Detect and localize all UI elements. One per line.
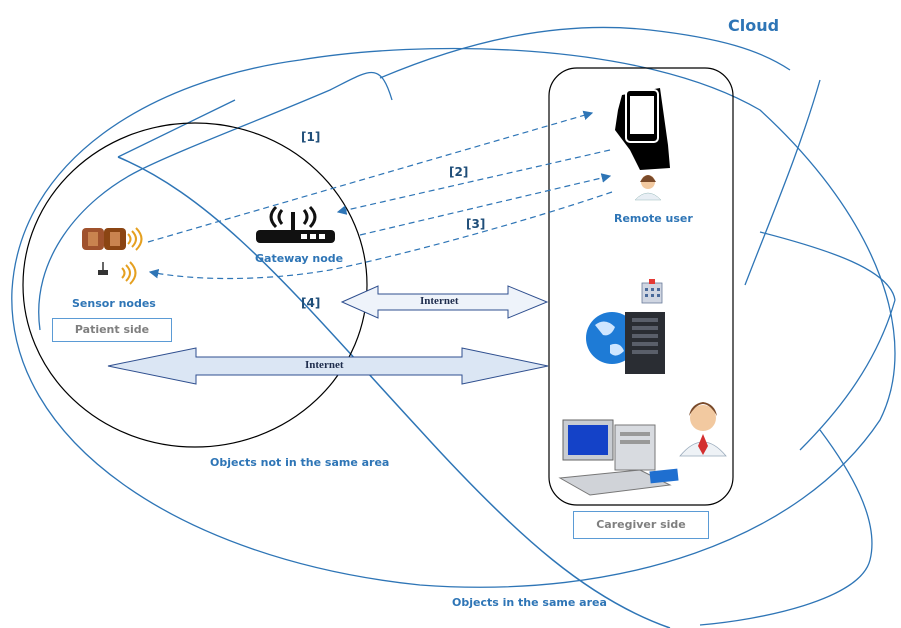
doctor-icon (679, 402, 727, 457)
sensor-nodes-label: Sensor nodes (72, 297, 156, 310)
link-number-4: [4] (301, 296, 321, 310)
link-3-arrow (359, 173, 612, 236)
diagonal-line-upper (117, 99, 236, 158)
patient-circle (22, 122, 368, 448)
link-number-3: [3] (466, 217, 486, 231)
router-icon (256, 205, 335, 243)
gateway-node-label: Gateway node (255, 252, 344, 265)
caregiver-panel (548, 67, 734, 506)
patient-side-box: Patient side (52, 318, 172, 342)
wifi-icon (127, 227, 143, 251)
same-area-label: Objects in the same area (452, 596, 607, 609)
hospital-icon (641, 279, 663, 304)
diagonal-line (117, 156, 671, 628)
body-sensor-icon (82, 228, 126, 250)
link-1-arrow (147, 110, 594, 243)
remote-user-label: Remote user (614, 212, 693, 225)
desktop-computer-icon (558, 419, 679, 496)
internet-arrow-large (107, 347, 549, 385)
internet-label-small: Internet (420, 295, 459, 307)
cloud-outline (11, 47, 896, 588)
link-number-1: [1] (301, 130, 321, 144)
internet-label-large: Internet (305, 359, 344, 371)
doctor-icon (634, 175, 662, 201)
link-number-2: [2] (449, 165, 469, 179)
cloud-label: Cloud (728, 16, 780, 35)
link-2-arrow (336, 149, 611, 215)
not-same-area-label: Objects not in the same area (210, 456, 390, 469)
smartphone-icon (615, 88, 670, 170)
wifi-icon (121, 261, 137, 285)
internet-arrow-small (340, 285, 549, 319)
sensor-device-icon (98, 262, 108, 275)
link-4-arrow (148, 191, 613, 280)
cloud-inner-curve (38, 72, 393, 331)
cloud-top-curve (379, 26, 791, 79)
globe-server-icon (586, 312, 665, 374)
cloud-right-curve (699, 79, 896, 626)
caregiver-side-box: Caregiver side (573, 511, 709, 539)
